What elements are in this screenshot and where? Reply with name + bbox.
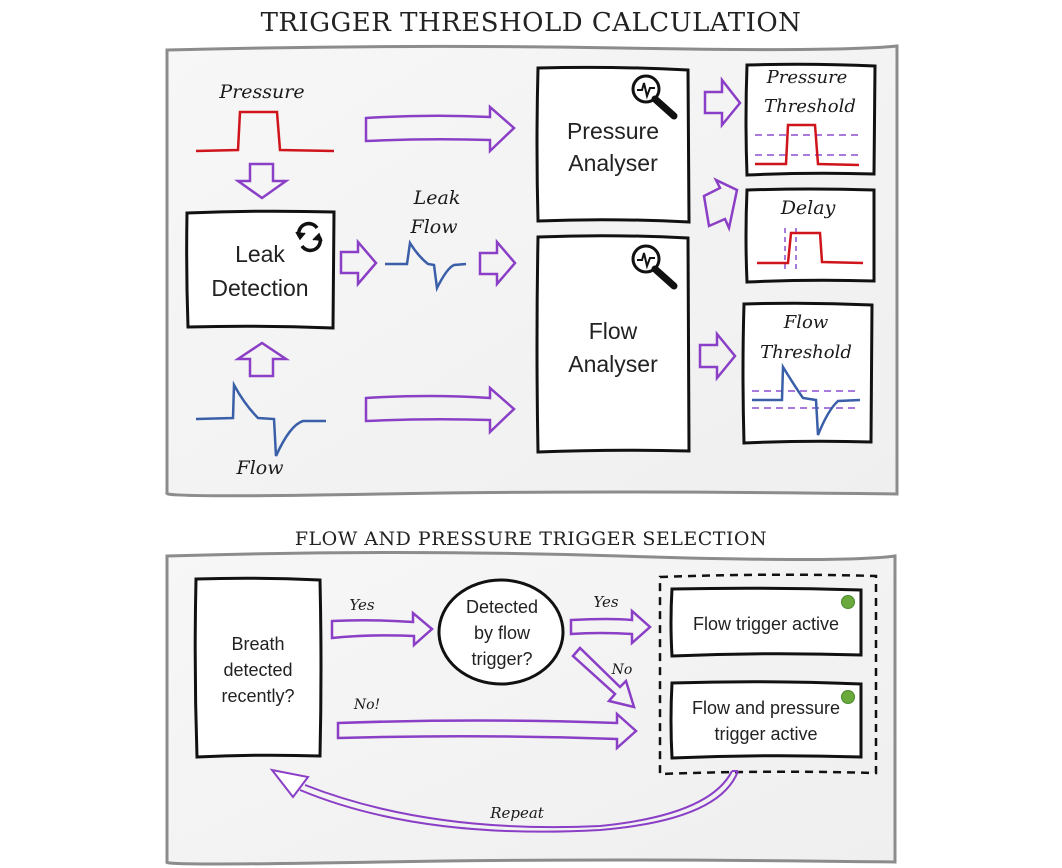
arrow-nobang-to-both-triggers — [336, 711, 638, 751]
pressure-threshold-box — [744, 62, 877, 177]
arrow-to-flow-threshold — [698, 330, 737, 382]
breath-box-line2: detected — [223, 660, 292, 680]
leak-detection-line2: Detection — [211, 275, 308, 301]
flow-analyser-line2: Analyser — [568, 351, 658, 377]
leak-flow-label-line1: Leak — [413, 187, 461, 209]
no-bang-label: No! — [353, 697, 380, 713]
arrow-pressure-to-analyser — [364, 104, 516, 154]
decision-line3: trigger? — [471, 649, 532, 669]
arrow-leakflow-to-flow-analyser — [478, 238, 517, 288]
active-status-dot — [841, 690, 855, 704]
active-status-dot — [841, 595, 855, 609]
pressure-threshold-line1: Pressure — [766, 67, 848, 88]
trigger-options-group — [658, 573, 878, 776]
flow-analyser-box — [535, 234, 691, 454]
breath-detected-box — [193, 576, 323, 759]
arrow-flow-to-leak — [233, 341, 291, 378]
delay-label: Delay — [780, 197, 836, 219]
delay-waveform — [757, 231, 864, 265]
arrow-pressure-to-leak — [234, 162, 290, 200]
delay-box — [744, 187, 876, 284]
flow-analyser-line1: Flow — [589, 318, 638, 344]
breath-box-line1: Breath — [231, 634, 284, 654]
flow-threshold-line2: Threshold — [760, 342, 852, 363]
leak-flow-waveform — [385, 239, 467, 293]
arrow-yes-to-flow-trigger — [569, 608, 652, 646]
arrow-to-delay — [702, 177, 739, 233]
repeat-label: Repeat — [489, 804, 545, 822]
flow-trigger-active-box — [669, 586, 863, 658]
pressure-analyser-line2: Analyser — [568, 150, 658, 176]
flow-threshold-line1: Flow — [783, 312, 829, 333]
arrow-to-pressure-threshold — [703, 76, 742, 129]
flow-and-pressure-line2: trigger active — [714, 724, 817, 744]
selection-section-title: FLOW AND PRESSURE TRIGGER SELECTION — [294, 528, 768, 550]
flow-signal-label: Flow — [236, 457, 284, 479]
leak-flow-label-line2: Flow — [410, 216, 458, 238]
yes-label-1: Yes — [349, 596, 374, 614]
leak-detection-line1: Leak — [235, 241, 285, 267]
magnifier-waveform-icon — [631, 244, 678, 290]
pressure-threshold-line2: Threshold — [764, 96, 856, 117]
threshold-panel — [165, 44, 899, 498]
breath-box-line3: recently? — [221, 686, 294, 706]
pressure-threshold-waveform — [755, 123, 860, 167]
leak-detection-box — [185, 209, 336, 330]
arrow-no-to-both-triggers — [571, 646, 636, 709]
pressure-signal-label: Pressure — [218, 81, 304, 103]
arrow-yes-to-decision — [330, 610, 434, 648]
decision-circle — [437, 578, 565, 686]
pressure-analyser-box — [535, 65, 691, 224]
decision-line1: Detected — [466, 597, 538, 617]
flow-trigger-active-label: Flow trigger active — [693, 614, 839, 634]
flow-threshold-waveform — [752, 362, 861, 436]
threshold-section-title: TRIGGER THRESHOLD CALCULATION — [260, 8, 802, 38]
flow-and-pressure-trigger-box — [669, 680, 863, 760]
pressure-waveform — [195, 110, 335, 153]
repeat-loop-arrow — [269, 768, 739, 833]
decision-line2: by flow — [474, 623, 531, 643]
flow-and-pressure-line1: Flow and pressure — [692, 698, 840, 718]
magnifier-waveform-icon — [631, 74, 678, 120]
arrow-leak-to-leakflow — [339, 238, 378, 288]
yes-label-2: Yes — [593, 593, 618, 611]
flow-waveform — [195, 380, 326, 457]
pressure-analyser-line1: Pressure — [567, 118, 659, 144]
refresh-icon — [295, 221, 323, 253]
no-label: No — [611, 662, 633, 678]
arrow-flow-to-analyser — [364, 385, 516, 435]
